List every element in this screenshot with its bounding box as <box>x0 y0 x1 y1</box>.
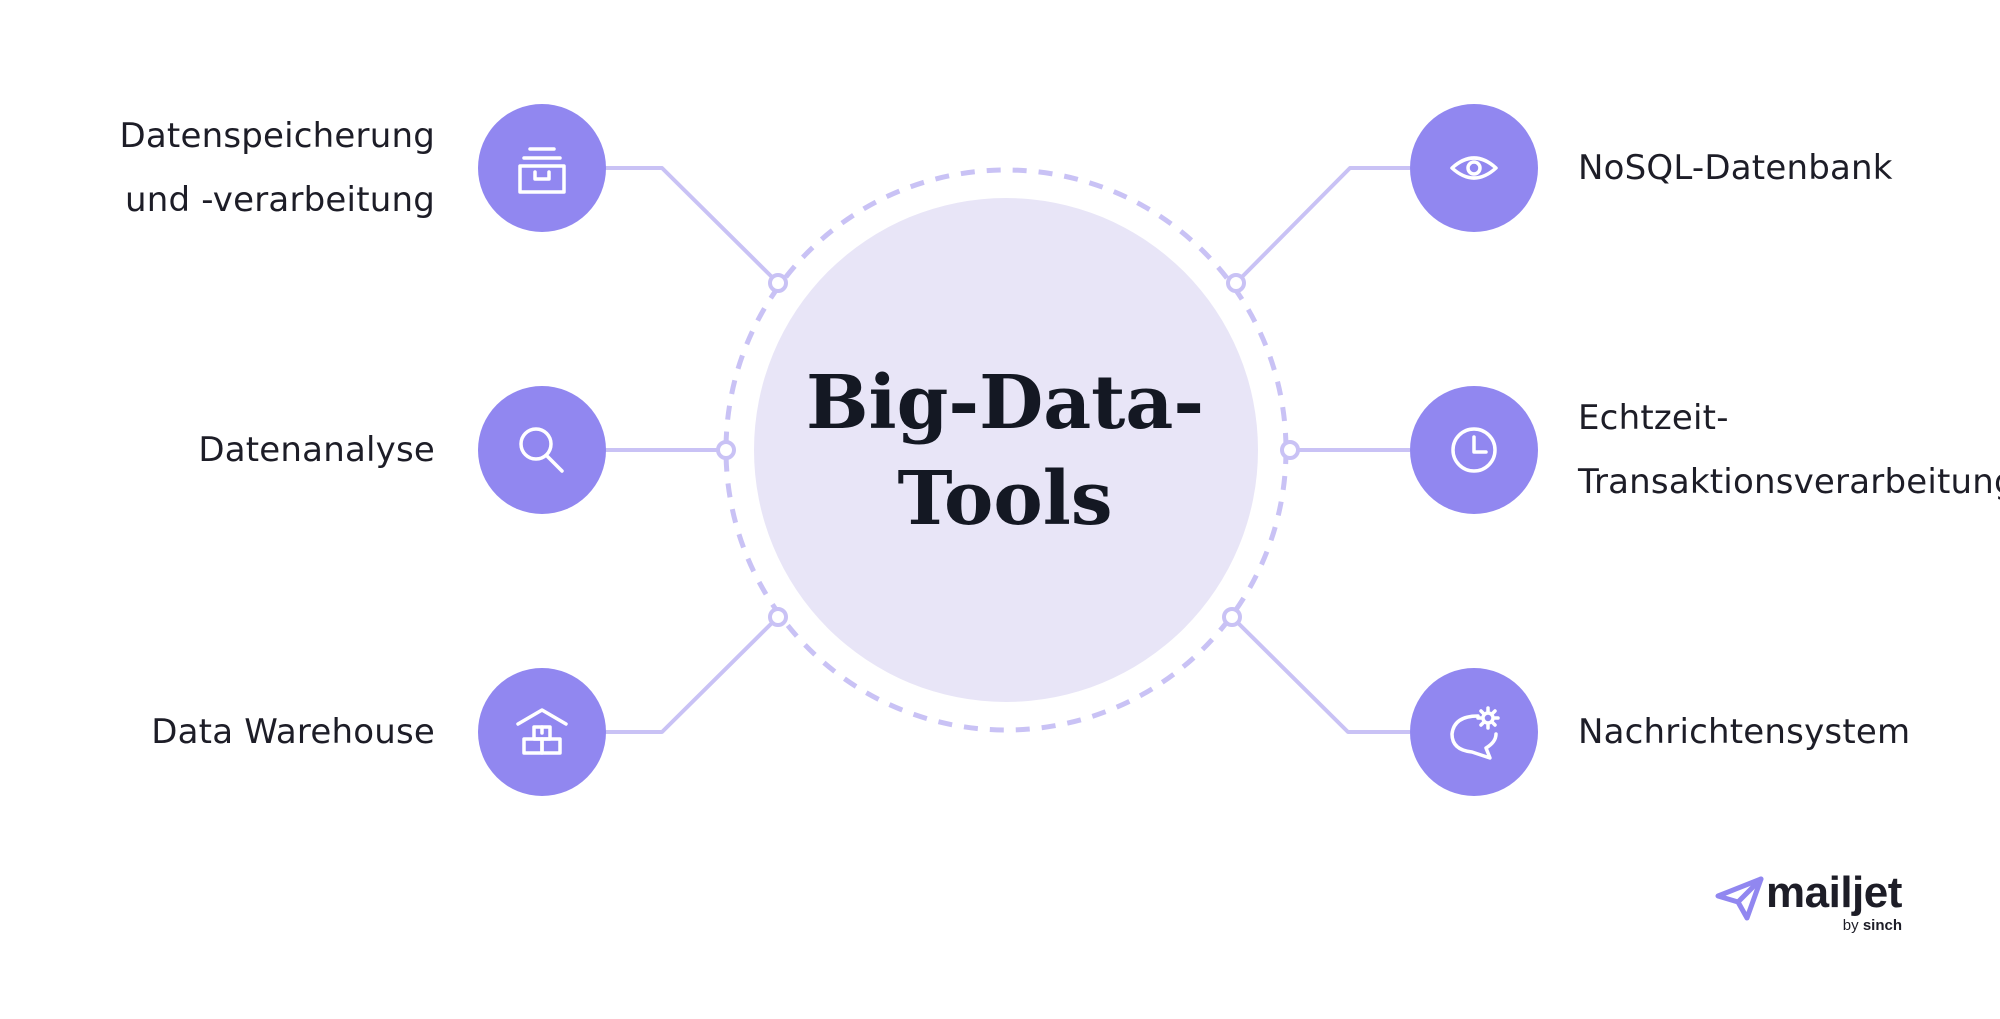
node-storage <box>478 104 606 232</box>
archive-box-icon <box>518 147 566 194</box>
chat-gear-icon <box>1450 706 1500 760</box>
logo-brand: sinch <box>1862 917 1902 934</box>
mailjet-logo-icon <box>1715 876 1764 921</box>
label-storage-line-2: und -verarbeitung <box>124 180 435 220</box>
node-analysis <box>478 386 606 514</box>
label-realtime-line-2: Transaktionsverarbeitung <box>1578 462 2000 502</box>
node-nosql <box>1410 104 1538 232</box>
logo-wordmark: mailjet <box>1766 868 1902 917</box>
logo-by: by <box>1842 917 1859 934</box>
connector-dot-nosql <box>1226 273 1246 293</box>
label-warehouse: Data Warehouse <box>151 700 435 764</box>
connector-warehouse <box>602 615 780 734</box>
label-nosql: NoSQL-Datenbank <box>1578 136 1893 200</box>
search-icon <box>519 427 564 473</box>
connector-dot-realtime <box>1280 440 1300 460</box>
label-warehouse-line-1: Data Warehouse <box>151 712 435 752</box>
label-analysis: Datenanalyse <box>198 418 435 482</box>
eye-icon <box>1450 156 1498 180</box>
label-storage: Datenspeicherung und -verarbeitung <box>120 104 436 232</box>
label-messaging-line-1: Nachrichtensystem <box>1578 712 1911 752</box>
clock-icon <box>1451 427 1497 473</box>
connector-dot-analysis <box>716 440 736 460</box>
connector-dot-warehouse <box>768 607 788 627</box>
connector-dot-messaging <box>1222 607 1242 627</box>
logo-byline: by sinch <box>1842 917 1902 935</box>
title-line-2: Tools <box>897 456 1113 542</box>
connector-messaging <box>1230 615 1410 734</box>
node-messaging <box>1410 668 1538 796</box>
connector-nosql <box>1234 166 1410 285</box>
title-line-1: Big-Data- <box>805 360 1205 446</box>
label-messaging: Nachrichtensystem <box>1578 700 1910 764</box>
connector-storage <box>602 166 780 285</box>
label-realtime: Echtzeit- Transaktionsverarbeitung <box>1578 386 2000 514</box>
label-analysis-line-1: Datenanalyse <box>198 430 435 470</box>
warehouse-icon <box>516 708 568 755</box>
connector-dot-storage <box>768 273 788 293</box>
label-storage-line-1: Datenspeicherung <box>119 116 435 156</box>
page-title: Big-Data- Tools <box>760 355 1250 547</box>
label-nosql-line-1: NoSQL-Datenbank <box>1578 148 1893 188</box>
label-realtime-line-1: Echtzeit- <box>1578 398 1729 438</box>
center-disc <box>754 198 1258 702</box>
